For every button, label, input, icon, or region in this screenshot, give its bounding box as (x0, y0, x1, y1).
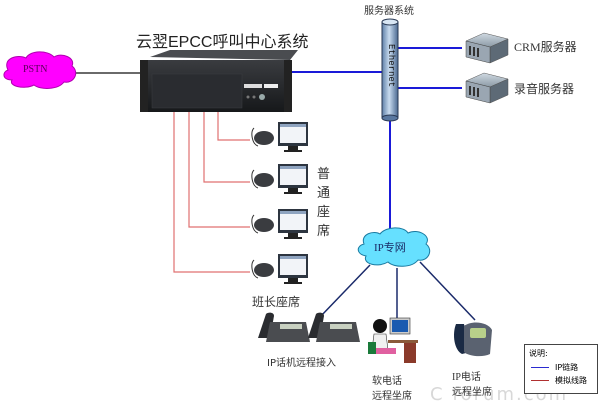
legend-label: 模拟线路 (555, 376, 587, 385)
pstn-label: PSTN (23, 64, 48, 75)
ip-phone-seat-label: IP电话 远程坐席 (452, 372, 492, 398)
ip-phone-seat-icon (454, 322, 492, 357)
agent-workstation-1 (251, 122, 308, 152)
monitor-icon (278, 164, 308, 194)
ipnet-ipphone-link (319, 264, 371, 318)
ip-phone-remote-label: IP话机远程接入 (267, 358, 336, 369)
headset-phone-icon (251, 214, 274, 234)
pstn-cloud (3, 51, 77, 89)
server-system-label: 服务器系统 (364, 6, 414, 17)
ipnet-ipphone-seat-link (419, 261, 476, 321)
recording-server-label: 录音服务器 (514, 82, 575, 96)
monitor-icon (278, 254, 308, 284)
headset-phone-icon (251, 259, 274, 279)
legend-swatch (531, 367, 549, 368)
legend-swatch (531, 380, 549, 381)
diagram-title: 云翌EPCC呼叫中心系统 (136, 34, 309, 51)
legend: 说明: IP链路 模拟线路 (524, 344, 598, 394)
legend-title: 说明: (529, 349, 548, 358)
ethernet-bus (381, 18, 399, 122)
monitor-icon (278, 122, 308, 152)
ip-network-label: IP专网 (374, 242, 406, 254)
crm-server-icon (465, 32, 509, 64)
headset-phone-icon (251, 127, 274, 147)
legend-label: IP链路 (555, 363, 579, 372)
analog-line-2 (203, 112, 250, 183)
call-center-chassis (140, 50, 298, 112)
headset-phone-icon (251, 169, 274, 189)
agents-label: 普通座席 (317, 166, 331, 238)
crm-server-label: CRM服务器 (514, 40, 577, 54)
ip-desk-phone-2 (308, 312, 360, 342)
agent-workstation-2 (251, 164, 308, 194)
leader-workstation (251, 254, 308, 284)
softphone-agent-icon (368, 317, 418, 363)
ip-network-cloud (357, 227, 431, 267)
ip-desk-phone-1 (258, 312, 310, 342)
analog-line-3 (188, 112, 250, 228)
recording-server-icon (465, 72, 509, 104)
ethernet-label: Ethernet (386, 44, 396, 88)
analog-lines (173, 112, 250, 273)
analog-line-4 (173, 112, 250, 273)
agent-workstation-3 (251, 209, 308, 239)
leader-seat-label: 班长座席 (252, 295, 301, 309)
analog-line-1 (217, 112, 250, 141)
monitor-icon (278, 209, 308, 239)
softphone-remote-label: 软电话 远程坐席 (372, 376, 412, 402)
